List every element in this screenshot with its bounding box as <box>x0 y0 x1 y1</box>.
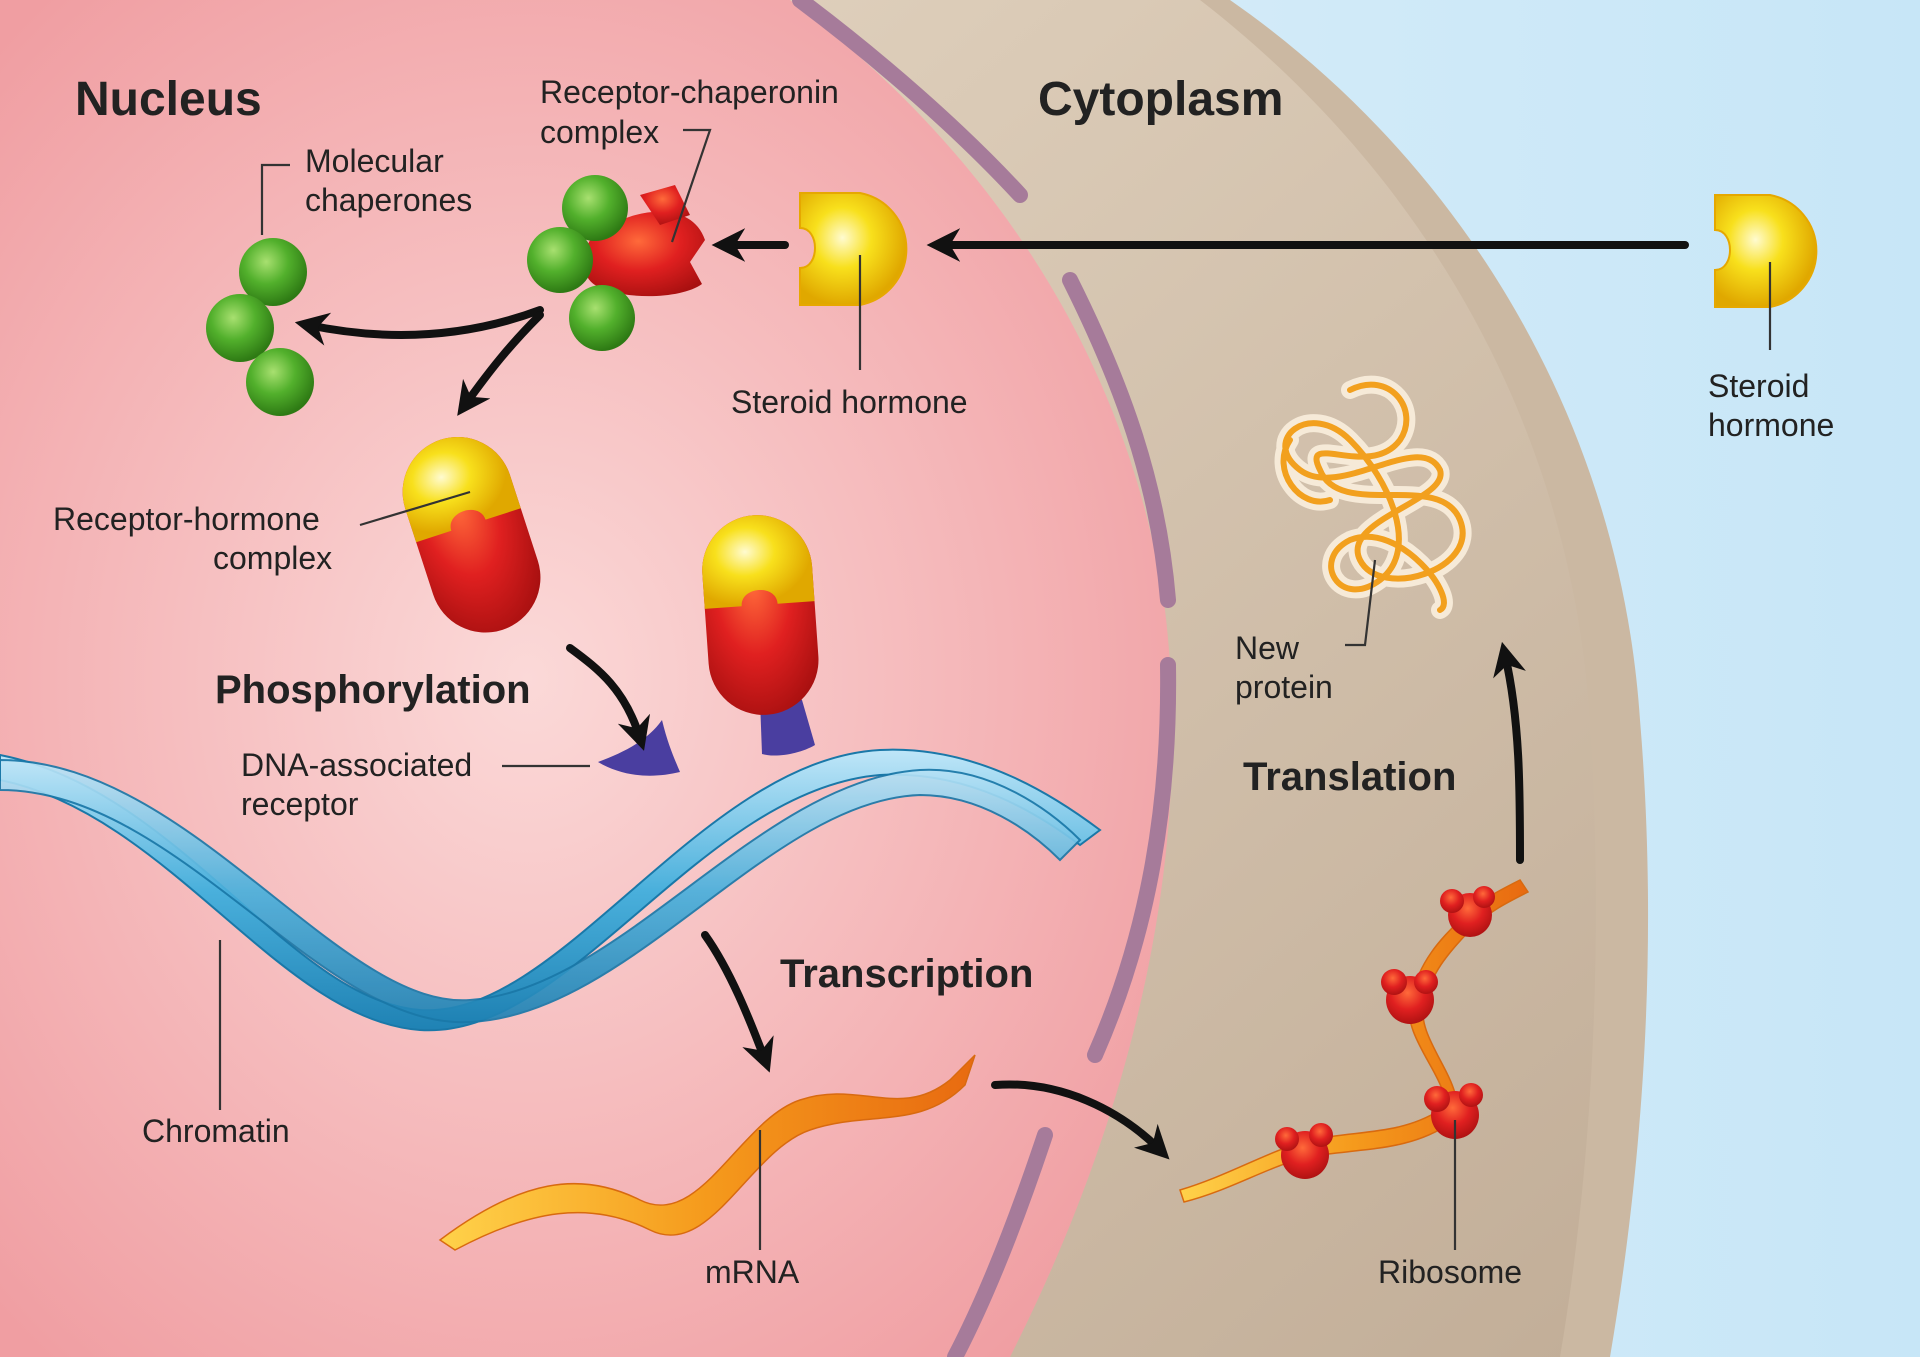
label-new-protein-line2: protein <box>1235 669 1333 705</box>
nucleus-title: Nucleus <box>75 73 262 126</box>
process-arrows <box>294 228 1689 1160</box>
label-receptor-hormone-line1: Receptor-hormone <box>53 501 320 537</box>
label-mrna: mRNA <box>705 1254 800 1290</box>
arrow-to-receptor-hormone <box>457 311 544 416</box>
label-molecular-chaperones-line2: chaperones <box>305 182 472 218</box>
arrow-chaperones-released <box>294 306 544 346</box>
label-dna-receptor-line1: DNA-associated <box>241 747 472 783</box>
receptor-hormone-complex-2 <box>702 515 819 715</box>
label-new-protein-line1: New <box>1235 630 1300 666</box>
leader-lines <box>218 128 1772 1250</box>
label-dna-receptor-line2: receptor <box>241 786 359 822</box>
step-translation: Translation <box>1243 755 1456 799</box>
cytoplasm-title: Cytoplasm <box>1038 73 1283 126</box>
chromatin-dna <box>0 748 1102 1032</box>
step-phosphorylation: Phosphorylation <box>215 668 531 712</box>
arrow-transcription <box>701 931 774 1073</box>
leader-new-protein <box>1345 559 1377 647</box>
label-steroid-hormone-outside-line2: hormone <box>1708 407 1834 443</box>
leader-receptor-chaperonin <box>670 128 712 243</box>
label-steroid-hormone-outside-line1: Steroid <box>1708 368 1809 404</box>
steroid-hormone-shape-2 <box>1714 194 1818 308</box>
label-molecular-chaperones-line1: Molecular <box>305 143 444 179</box>
arrow-phosphorylation <box>566 644 651 751</box>
nuclear-envelope <box>792 0 1177 1357</box>
receptor-hormone-complex-1 <box>402 436 541 633</box>
arrow-mrna-export <box>991 1080 1170 1160</box>
nucleus-region <box>0 0 1173 1357</box>
leader-receptor-hormone <box>359 490 471 527</box>
label-steroid-hormone-nucleus: Steroid hormone <box>731 384 968 420</box>
leader-molecular-chaperones <box>260 163 290 235</box>
label-receptor-chaperonin-line1: Receptor-chaperonin <box>540 74 839 110</box>
molecular-chaperones-shape <box>206 238 314 416</box>
label-receptor-hormone-line2: complex <box>213 540 332 576</box>
steroid-hormone-shape-1 <box>799 192 908 306</box>
new-protein-shape <box>1274 375 1472 619</box>
label-chromatin: Chromatin <box>142 1113 290 1149</box>
ribosome-shapes <box>1275 886 1495 1179</box>
arrow-translation <box>1493 641 1526 864</box>
label-ribosome: Ribosome <box>1378 1254 1522 1290</box>
label-receptor-chaperonin-line2: complex <box>540 114 659 150</box>
mrna-ribbon-nucleus <box>438 1054 976 1251</box>
step-transcription: Transcription <box>780 952 1033 996</box>
